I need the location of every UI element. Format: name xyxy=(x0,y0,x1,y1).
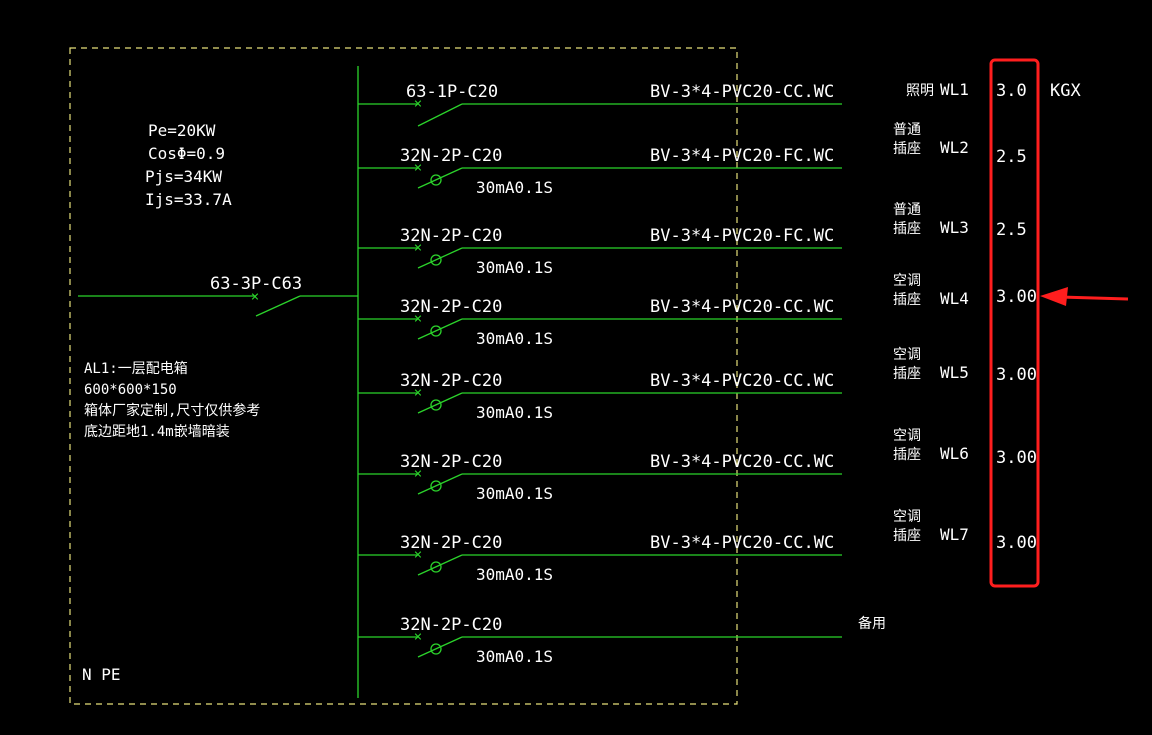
breaker-label: 32N-2P-C20 xyxy=(400,226,502,246)
cable-label: BV-3*4-PVC20-CC.WC xyxy=(650,82,834,102)
cable-label: BV-3*4-PVC20-FC.WC xyxy=(650,146,834,166)
arrow-icon xyxy=(1040,287,1129,306)
circuit-value: 2.5 xyxy=(996,220,1027,240)
breaker-cross: × xyxy=(414,466,422,482)
usage-label: 空调 xyxy=(893,509,921,525)
circuit-code: WL7 xyxy=(940,525,969,544)
usage-label: 空调 xyxy=(893,428,921,444)
breaker-label: 32N-2P-C20 xyxy=(400,452,502,472)
breaker-label: 32N-2P-C20 xyxy=(400,297,502,317)
circuit-value: 3.00 xyxy=(996,287,1037,307)
rcd-label: 30mA0.1S xyxy=(476,258,553,277)
circuit-value: 3.00 xyxy=(996,448,1037,468)
circuit-code: WL4 xyxy=(940,289,969,308)
cable-label: BV-3*4-PVC20-FC.WC xyxy=(650,226,834,246)
circuit-6: ×32N-2P-C20 30mA0.1S BV-3*4-PVC20-CC.WC 空调插… xyxy=(358,428,1037,503)
rcd-label: 30mA0.1S xyxy=(476,329,553,348)
usage-label: 插座 xyxy=(893,221,921,237)
circuit-3: ×32N-2P-C20 30mA0.1S BV-3*4-PVC20-FC.WC 普通插… xyxy=(358,202,1027,277)
circuit-7: ×32N-2P-C20 30mA0.1S BV-3*4-PVC20-CC.WC 空调插… xyxy=(358,509,1037,584)
breaker-label: 63-1P-C20 xyxy=(406,82,498,102)
breaker-cross: × xyxy=(414,547,422,563)
main-breaker-label: 63-3P-C63 xyxy=(210,274,302,294)
breaker-cross: × xyxy=(414,240,422,256)
usage-label: 插座 xyxy=(893,292,921,308)
rcd-icon xyxy=(430,254,442,266)
usage-label: 空调 xyxy=(893,273,921,289)
cable-label: BV-3*4-PVC20-CC.WC xyxy=(650,297,834,317)
rcd-label: 30mA0.1S xyxy=(476,484,553,503)
note-size: 600*600*150 xyxy=(84,382,177,398)
circuit-value: 3.0 xyxy=(996,81,1027,101)
rcd-icon xyxy=(430,643,442,655)
usage-label: 备用 xyxy=(858,615,886,632)
circuit-5: ×32N-2P-C20 30mA0.1S BV-3*4-PVC20-CC.WC 空调插… xyxy=(358,347,1037,422)
highlight-box xyxy=(989,58,1040,588)
breaker-cross: × xyxy=(414,96,422,112)
spec-pjs: Pjs=34KW xyxy=(145,167,222,186)
circuit-code: WL3 xyxy=(940,218,969,237)
usage-label: 空调 xyxy=(893,347,921,363)
panel-notes: AL1:一层配电箱 600*600*150 箱体厂家定制,尺寸仅供参考 底边距地… xyxy=(84,361,260,440)
rcd-label: 30mA0.1S xyxy=(476,565,553,584)
breaker-label: 32N-2P-C20 xyxy=(400,615,502,635)
breaker-blade xyxy=(417,103,463,127)
circuit-8: ×32N-2P-C20 30mA0.1S 备用 xyxy=(358,615,886,666)
main-breaker-cross: × xyxy=(251,289,259,305)
kgx-label: KGX xyxy=(1050,81,1081,101)
breaker-label: 32N-2P-C20 xyxy=(400,533,502,553)
spec-cos: CosΦ=0.9 xyxy=(148,144,225,163)
breaker-cross: × xyxy=(414,311,422,327)
main-feeder: × 63-3P-C63 xyxy=(78,274,358,317)
rcd-label: 30mA0.1S xyxy=(476,178,553,197)
circuit-code: WL5 xyxy=(940,363,969,382)
breaker-label: 32N-2P-C20 xyxy=(400,371,502,391)
rcd-icon xyxy=(430,174,442,186)
circuit-code: WL2 xyxy=(940,138,969,157)
rcd-label: 30mA0.1S xyxy=(476,647,553,666)
usage-label: 插座 xyxy=(893,447,921,463)
usage-label: 插座 xyxy=(893,528,921,544)
circuit-1: ×63-1P-C20 BV-3*4-PVC20-CC.WC 照明 WL1 3.0 xyxy=(358,80,1027,127)
rcd-icon xyxy=(430,480,442,492)
usage-label: 照明 xyxy=(906,83,934,99)
usage-label: 插座 xyxy=(893,141,921,157)
cable-label: BV-3*4-PVC20-CC.WC xyxy=(650,371,834,391)
spec-pe: Pe=20KW xyxy=(148,121,216,140)
rcd-icon xyxy=(430,399,442,411)
panel-specs: Pe=20KW CosΦ=0.9 Pjs=34KW Ijs=33.7A xyxy=(145,121,232,209)
cable-label: BV-3*4-PVC20-CC.WC xyxy=(650,452,834,472)
breaker-cross: × xyxy=(414,160,422,176)
breaker-label: 32N-2P-C20 xyxy=(400,146,502,166)
circuit-4: ×32N-2P-C20 30mA0.1S BV-3*4-PVC20-CC.WC 空调插… xyxy=(358,273,1037,348)
cable-label: BV-3*4-PVC20-CC.WC xyxy=(650,533,834,553)
circuit-value: 3.00 xyxy=(996,533,1037,553)
rcd-icon xyxy=(430,325,442,337)
usage-label: 普通 xyxy=(893,122,921,138)
circuit-code: WL1 xyxy=(940,80,969,99)
panel-enclosure xyxy=(69,47,738,705)
circuit-value: 3.00 xyxy=(996,365,1037,385)
n-pe-label: N PE xyxy=(82,665,121,684)
note-name: AL1:一层配电箱 xyxy=(84,361,188,377)
usage-label: 普通 xyxy=(893,202,921,218)
circuit-code: WL6 xyxy=(940,444,969,463)
usage-label: 插座 xyxy=(893,366,921,382)
spec-ijs: Ijs=33.7A xyxy=(145,190,232,209)
circuit-value: 2.5 xyxy=(996,147,1027,167)
circuit-2: ×32N-2P-C20 30mA0.1S BV-3*4-PVC20-FC.WC 普通插… xyxy=(358,122,1027,197)
breaker-cross: × xyxy=(414,385,422,401)
rcd-icon xyxy=(430,561,442,573)
note-mount: 底边距地1.4m嵌墙暗装 xyxy=(84,424,230,440)
note-custom: 箱体厂家定制,尺寸仅供参考 xyxy=(84,402,260,419)
rcd-label: 30mA0.1S xyxy=(476,403,553,422)
breaker-cross: × xyxy=(414,629,422,645)
